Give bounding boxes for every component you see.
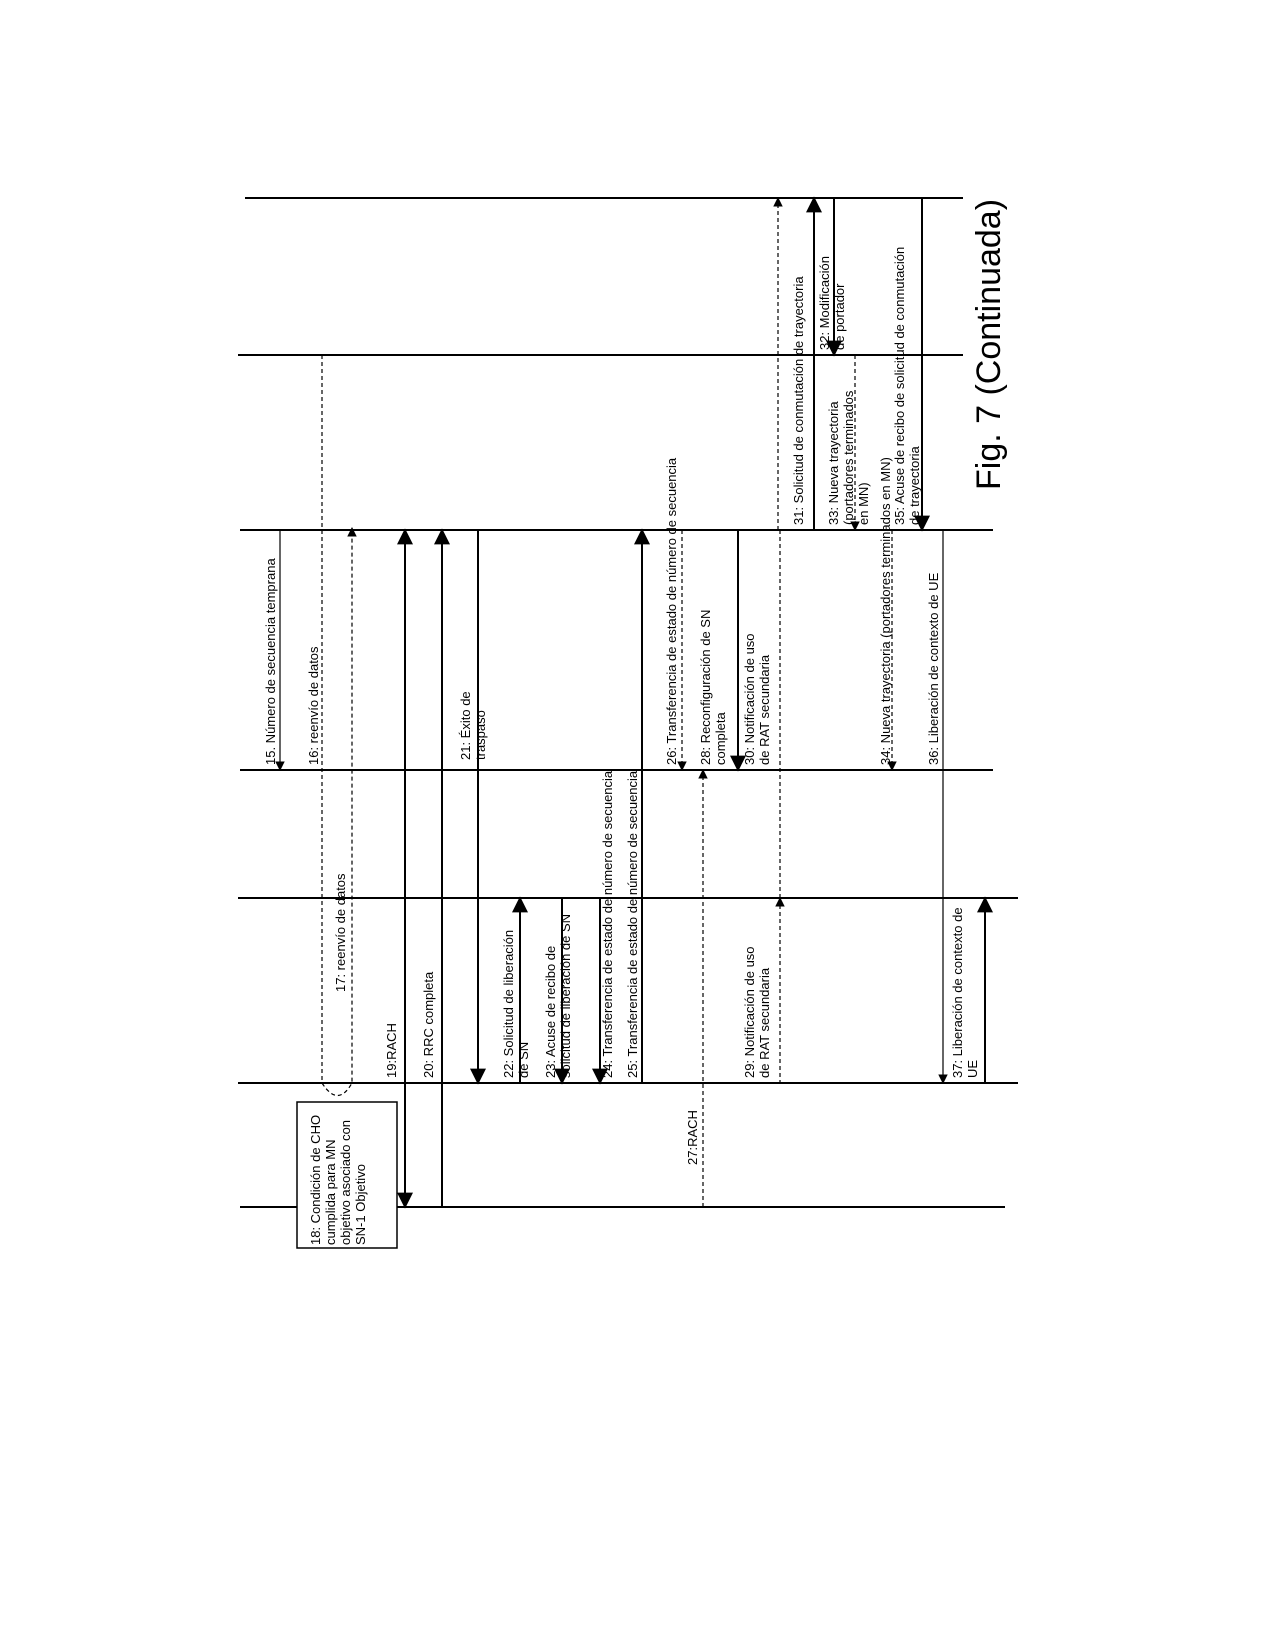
label-line: 17: reenvío de datos (333, 873, 348, 992)
label-34: 34: Nueva trayectoria (portadores termin… (878, 457, 893, 765)
label-35: 35: Acuse de recibo de solicitud de conm… (892, 247, 922, 525)
label-36: 36: Liberación de contexto de UE (926, 572, 941, 765)
label-27: 27:RACH (685, 1110, 700, 1165)
message-labels: 15. Número de secuencia temprana 16: ree… (263, 247, 980, 1245)
label-line: 22: Solicitud de liberación (501, 930, 516, 1078)
label-line: 30: Notificación de uso (742, 633, 757, 765)
label-line: 21: Éxito de (458, 691, 473, 760)
label-line: 35: Acuse de recibo de solicitud de conm… (892, 247, 907, 525)
label-33: 33: Nueva trayectoria(portadores termina… (826, 390, 871, 525)
label-line: 26: Transferencia de estado de número de… (664, 457, 679, 765)
label-line: en MN) (856, 482, 871, 525)
label-line: 25: Transferencia de estado de número de… (625, 770, 640, 1078)
arrow-16-17 (321, 355, 357, 1097)
label-line: (portadores terminados (841, 390, 856, 525)
label-line: 32: Modificación (817, 256, 832, 350)
label-25: 25: Transferencia de estado de número de… (625, 770, 640, 1078)
label-37: 37: Liberación de contexto deUE (950, 907, 980, 1078)
label-line: 19:RACH (384, 1023, 399, 1078)
condition-box-18 (296, 1101, 398, 1249)
label-32: 32: Modificaciónde portador (817, 256, 847, 350)
figure-title: Fig. 7 (Continuada) (970, 199, 1008, 490)
label-line: cumplida para MN (323, 1140, 338, 1246)
label-18: 18: Condición de CHOcumplida para MNobje… (308, 1115, 368, 1245)
label-19: 19:RACH (384, 1023, 399, 1078)
label-16: 16: reenvío de datos (306, 646, 321, 765)
label-line: de portador (832, 283, 847, 350)
label-line: 31: Solicitud de conmutación de trayecto… (791, 276, 806, 525)
label-20: 20: RRC completa (421, 971, 436, 1078)
label-line: UE (965, 1060, 980, 1078)
label-line: 18: Condición de CHO (308, 1115, 323, 1245)
label-line: SN-1 Objetivo (353, 1164, 368, 1245)
label-line: 29: Notificación de uso (742, 946, 757, 1078)
label-line: 23: Acuse de recibo de (543, 946, 558, 1078)
label-17: 17: reenvío de datos (333, 873, 348, 992)
label-21: 21: Éxito detraspaso (458, 691, 488, 760)
label-31: 31: Solicitud de conmutación de trayecto… (791, 276, 806, 525)
label-23: 23: Acuse de recibo desolicitud de liber… (543, 914, 573, 1078)
label-line: de RAT secundaria (757, 654, 772, 765)
label-30: 30: Notificación de usode RAT secundaria (742, 633, 772, 765)
label-line: 24: Transferencia de estado de número de… (600, 770, 615, 1078)
lifelines (238, 197, 1018, 1208)
label-line: completa (713, 711, 728, 765)
label-line: de trayectoria (907, 445, 922, 525)
label-line: 15. Número de secuencia temprana (263, 558, 278, 765)
label-24: 24: Transferencia de estado de número de… (600, 770, 615, 1078)
label-26: 26: Transferencia de estado de número de… (664, 457, 679, 765)
message-arrows (275, 196, 993, 1209)
label-line: 33: Nueva trayectoria (826, 401, 841, 525)
label-line: 20: RRC completa (421, 971, 436, 1078)
label-line: 34: Nueva trayectoria (portadores termin… (878, 457, 893, 765)
label-line: objetivo asociado con (338, 1120, 353, 1245)
label-line: 36: Liberación de contexto de UE (926, 572, 941, 765)
label-28: 28: Reconfiguración de SNcompleta (698, 610, 728, 765)
label-line: solicitud de liberación de SN (558, 914, 573, 1078)
label-line: 16: reenvío de datos (306, 646, 321, 765)
label-line: de SN (516, 1042, 531, 1078)
label-line: traspaso (473, 710, 488, 760)
label-22: 22: Solicitud de liberaciónde SN (501, 930, 531, 1078)
label-29: 29: Notificación de usode RAT secundaria (742, 946, 772, 1078)
label-line: de RAT secundaria (757, 967, 772, 1078)
label-line: 28: Reconfiguración de SN (698, 610, 713, 765)
label-line: 27:RACH (685, 1110, 700, 1165)
label-line: 37: Liberación de contexto de (950, 907, 965, 1078)
label-15: 15. Número de secuencia temprana (263, 558, 278, 765)
